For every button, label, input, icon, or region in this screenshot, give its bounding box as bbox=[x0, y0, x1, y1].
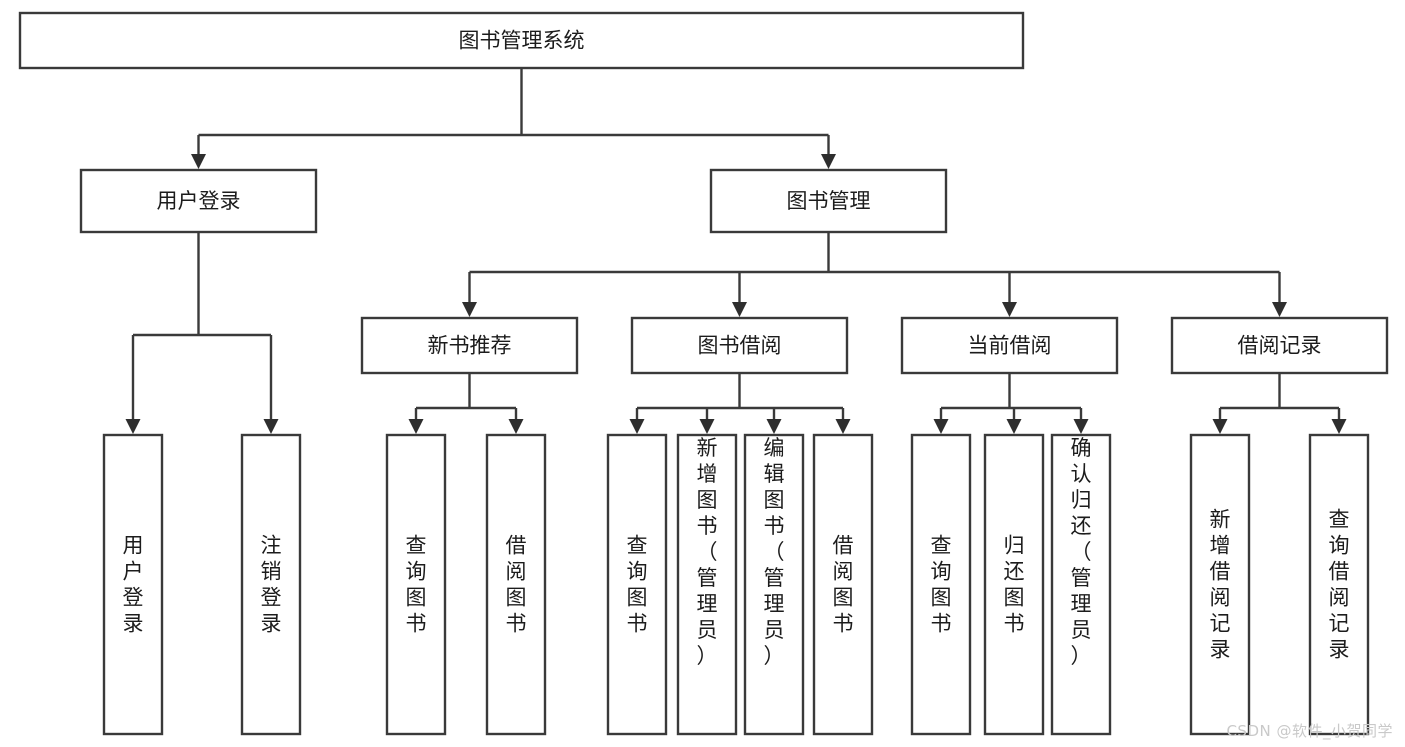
node-box-leaf-query-book[interactable] bbox=[606, 433, 668, 736]
arrow-head-icon bbox=[699, 419, 715, 434]
arrow-head-icon bbox=[508, 419, 524, 434]
arrow-head-icon bbox=[125, 419, 141, 434]
node-book-manage[interactable]: 图书管理 bbox=[709, 168, 948, 234]
arrow-head-icon bbox=[1073, 419, 1089, 434]
arrow-head-icon bbox=[1006, 419, 1022, 434]
node-label-leaf-borrow-book-recommend: 借阅图书 bbox=[506, 534, 527, 636]
node-box-leaf-edit-book-admin[interactable] bbox=[743, 433, 805, 736]
connectors-layer bbox=[125, 68, 1347, 434]
arrow-head-icon bbox=[408, 419, 424, 434]
node-borrow-record[interactable]: 借阅记录 bbox=[1170, 316, 1389, 375]
node-box-leaf-borrow-book[interactable] bbox=[812, 433, 874, 736]
node-box-borrow-record[interactable] bbox=[1170, 316, 1389, 375]
node-label-leaf-query-book-recommend: 查询图书 bbox=[406, 534, 427, 636]
arrow-head-icon bbox=[1002, 302, 1017, 317]
node-label-book-borrow: 图书借阅 bbox=[698, 334, 782, 358]
node-box-book-borrow[interactable] bbox=[630, 316, 849, 375]
node-leaf-edit-book-admin[interactable]: 编辑图书（管理员） bbox=[743, 433, 805, 736]
node-leaf-user-logout[interactable]: 注销登录 bbox=[240, 433, 302, 736]
edge-group-root bbox=[191, 68, 836, 169]
arrow-head-icon bbox=[766, 419, 782, 434]
node-root[interactable]: 图书管理系统 bbox=[18, 11, 1025, 70]
node-label-leaf-edit-book-admin: 编辑图书（管理员） bbox=[764, 436, 785, 668]
node-label-root: 图书管理系统 bbox=[459, 29, 585, 53]
arrow-head-icon bbox=[732, 302, 747, 317]
node-label-borrow-record: 借阅记录 bbox=[1238, 334, 1322, 358]
arrow-head-icon bbox=[1272, 302, 1287, 317]
node-leaf-confirm-return-admin[interactable]: 确认归还（管理员） bbox=[1050, 433, 1112, 736]
edge-group-borrow-record bbox=[1212, 373, 1347, 434]
node-label-leaf-user-login: 用户登录 bbox=[123, 534, 144, 636]
node-label-leaf-borrow-book: 借阅图书 bbox=[833, 534, 854, 636]
node-leaf-add-borrow-record[interactable]: 新增借阅记录 bbox=[1189, 433, 1251, 736]
node-box-new-book-recommend[interactable] bbox=[360, 316, 579, 375]
node-label-current-borrow: 当前借阅 bbox=[968, 334, 1052, 358]
node-label-leaf-add-borrow-record: 新增借阅记录 bbox=[1210, 508, 1231, 662]
nodes-layer: 图书管理系统用户登录图书管理新书推荐图书借阅当前借阅借阅记录用户登录注销登录查询… bbox=[18, 11, 1389, 736]
arrow-head-icon bbox=[933, 419, 949, 434]
node-box-leaf-user-logout[interactable] bbox=[240, 433, 302, 736]
node-box-leaf-query-book-recommend[interactable] bbox=[385, 433, 447, 736]
node-leaf-return-book[interactable]: 归还图书 bbox=[983, 433, 1045, 736]
arrow-head-icon bbox=[191, 154, 206, 169]
node-label-leaf-return-book: 归还图书 bbox=[1004, 534, 1025, 636]
arrow-head-icon bbox=[835, 419, 851, 434]
arrow-head-icon bbox=[1212, 419, 1228, 434]
edge-group-book-borrow bbox=[629, 373, 851, 434]
node-box-leaf-query-book-current[interactable] bbox=[910, 433, 972, 736]
node-label-leaf-query-borrow-record: 查询借阅记录 bbox=[1329, 508, 1350, 662]
node-box-leaf-confirm-return-admin[interactable] bbox=[1050, 433, 1112, 736]
node-current-borrow[interactable]: 当前借阅 bbox=[900, 316, 1119, 375]
node-leaf-query-book-current[interactable]: 查询图书 bbox=[910, 433, 972, 736]
node-leaf-user-login[interactable]: 用户登录 bbox=[102, 433, 164, 736]
node-label-book-manage: 图书管理 bbox=[787, 189, 871, 213]
edge-group-book-manage bbox=[462, 232, 1287, 317]
node-new-book-recommend[interactable]: 新书推荐 bbox=[360, 316, 579, 375]
arrow-head-icon bbox=[462, 302, 477, 317]
arrow-head-icon bbox=[1331, 419, 1347, 434]
node-leaf-query-book-recommend[interactable]: 查询图书 bbox=[385, 433, 447, 736]
node-box-leaf-user-login[interactable] bbox=[102, 433, 164, 736]
node-label-leaf-add-book-admin: 新增图书（管理员） bbox=[697, 436, 718, 668]
edge-group-current-borrow bbox=[933, 373, 1089, 434]
edge-group-new-book-recommend bbox=[408, 373, 524, 434]
arrow-head-icon bbox=[263, 419, 279, 434]
edge-group-user-login bbox=[125, 232, 279, 434]
node-box-leaf-return-book[interactable] bbox=[983, 433, 1045, 736]
node-label-user-login: 用户登录 bbox=[157, 189, 241, 213]
node-label-new-book-recommend: 新书推荐 bbox=[428, 334, 512, 358]
node-box-leaf-add-book-admin[interactable] bbox=[676, 433, 738, 736]
node-box-current-borrow[interactable] bbox=[900, 316, 1119, 375]
node-label-leaf-query-book: 查询图书 bbox=[627, 534, 648, 636]
node-box-user-login[interactable] bbox=[79, 168, 318, 234]
node-label-leaf-confirm-return-admin: 确认归还（管理员） bbox=[1071, 436, 1092, 668]
node-book-borrow[interactable]: 图书借阅 bbox=[630, 316, 849, 375]
csdn-watermark: CSDN @软件_小贺同学 bbox=[1226, 722, 1393, 740]
node-leaf-add-book-admin[interactable]: 新增图书（管理员） bbox=[676, 433, 738, 736]
node-box-root[interactable] bbox=[18, 11, 1025, 70]
node-leaf-borrow-book-recommend[interactable]: 借阅图书 bbox=[485, 433, 547, 736]
arrow-head-icon bbox=[629, 419, 645, 434]
node-leaf-query-book[interactable]: 查询图书 bbox=[606, 433, 668, 736]
node-user-login[interactable]: 用户登录 bbox=[79, 168, 318, 234]
node-leaf-borrow-book[interactable]: 借阅图书 bbox=[812, 433, 874, 736]
node-box-leaf-borrow-book-recommend[interactable] bbox=[485, 433, 547, 736]
node-box-leaf-query-borrow-record[interactable] bbox=[1308, 433, 1370, 736]
node-box-book-manage[interactable] bbox=[709, 168, 948, 234]
node-label-leaf-query-book-current: 查询图书 bbox=[931, 534, 952, 636]
node-label-leaf-user-logout: 注销登录 bbox=[261, 534, 282, 636]
node-box-leaf-add-borrow-record[interactable] bbox=[1189, 433, 1251, 736]
arrow-head-icon bbox=[821, 154, 836, 169]
node-leaf-query-borrow-record[interactable]: 查询借阅记录 bbox=[1308, 433, 1370, 736]
